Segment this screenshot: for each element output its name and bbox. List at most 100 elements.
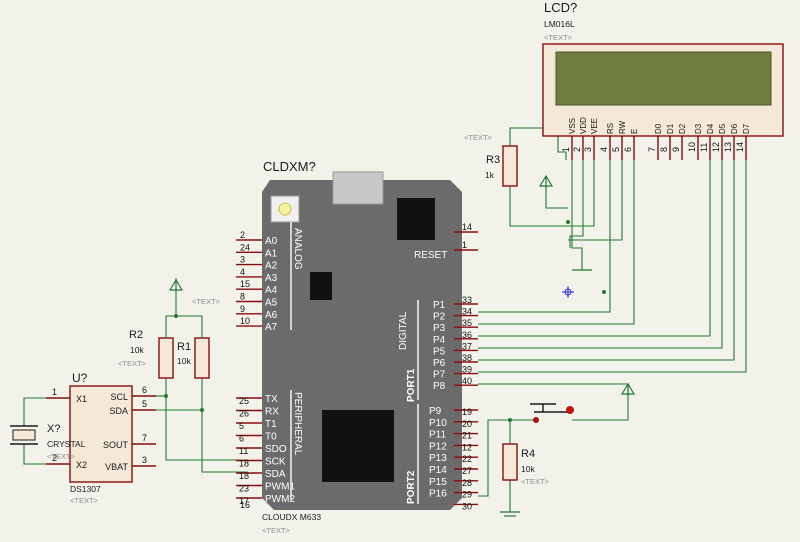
lcd-pin-label: D5 [718, 123, 727, 134]
mcu-analog-pin-number: 4 [240, 267, 245, 277]
lcd-pin-number: 1 [561, 147, 571, 152]
rtc-pin-number: 3 [142, 455, 147, 465]
power-arrow-switch [620, 382, 636, 396]
rtc-pin-label: SDA [109, 406, 128, 416]
mcu-port2-pin-number: 19 [462, 407, 472, 417]
mcu-port1-pin-number: 36 [462, 330, 472, 340]
r3-potentiometer[interactable]: <TEXT> R3 1k [464, 133, 518, 187]
mcu-reset-pin-number: 1 [462, 240, 467, 250]
pushbutton-switch[interactable] [530, 403, 574, 423]
lcd-pin-number: 14 [735, 142, 745, 152]
r1-value: 10k [177, 356, 191, 366]
mcu-periph-pin-number: 6 [239, 434, 244, 444]
lcd-pin-label: D6 [730, 123, 739, 134]
mcu-port1-pin-label: P1 [433, 300, 446, 311]
junction-dot [566, 220, 570, 224]
r1-resistor[interactable]: R1 10k [177, 316, 210, 379]
mcu-periph-pin-label: TX [265, 394, 278, 405]
mcu-port2-pin-number: 30 [462, 501, 472, 511]
mcu-periph-pin-label: SCK [265, 457, 286, 468]
lcd-pin-number: 9 [671, 147, 681, 152]
rtc-pin-label: X1 [76, 394, 87, 404]
wire-r3-bottom [509, 160, 595, 227]
lcd-pin-label: RW [618, 120, 627, 134]
r4-body [502, 443, 518, 481]
mcu-analog-pin-label: A0 [265, 236, 278, 247]
mcu-port1-pin-label: P4 [433, 335, 446, 346]
lcd-component[interactable]: LCD? LM016L <TEXT> 1VSS2VDD3VEE4RS5RW6E7… [542, 0, 784, 160]
mcu-component[interactable]: CLDXM? ANALOG DIGITAL PERIPHERAL PORT1 P… [236, 159, 478, 535]
ground-r4 [500, 511, 520, 517]
r4-ref: R4 [521, 448, 535, 460]
lcd-pin-label: D3 [694, 123, 703, 134]
lcd-pin-label: D4 [706, 123, 715, 134]
lcd-pin-label: D0 [654, 123, 663, 134]
mcu-port2-pin-label: P13 [429, 453, 447, 464]
mcu-port2-pin-label: P10 [429, 418, 447, 429]
mcu-analog-pin-number: 15 [240, 279, 250, 289]
crystal-component[interactable]: X? CRYSTAL <TEXT> [10, 423, 86, 461]
lcd-pin-number: 11 [699, 143, 709, 152]
wire-rw-ground [568, 160, 623, 241]
mcu-analog-pin-label: A6 [265, 310, 278, 321]
switch-terminal [533, 417, 539, 423]
r2-ref: R2 [129, 329, 143, 341]
lcd-pin-group: 1VSS2VDD3VEE4RS5RW6E7D08D19D210D311D412D… [561, 117, 751, 160]
mcu-port1-pin-number: 35 [462, 318, 472, 328]
mcu-analog-pin-number: 9 [240, 304, 245, 314]
power-button-led [278, 202, 292, 216]
lcd-pin-label: D1 [666, 123, 675, 134]
rtc-text-placeholder: <TEXT> [70, 496, 99, 505]
mcu-port2-pin-label: P14 [429, 465, 447, 476]
junction-dot [602, 290, 606, 294]
mcu-port1-pin-number: 34 [462, 307, 472, 317]
mcu-analog-pin-number: 24 [240, 242, 250, 252]
mcu-port2-pin-number: 21 [462, 431, 472, 441]
mcu-periph-pin-label: PWM2 [265, 494, 295, 505]
usb-connector [332, 171, 384, 205]
r4-value: 10k [521, 464, 535, 474]
r1-body [194, 337, 210, 379]
junction-dot [508, 418, 512, 422]
lcd-pin-number: 7 [647, 147, 657, 152]
mcu-port2-pin-label: P11 [429, 430, 446, 441]
usb-chip [397, 198, 435, 240]
wire-x1 [23, 397, 58, 426]
rtc-pin-number: 1 [52, 387, 57, 397]
section-port1: PORT1 [406, 368, 417, 402]
mcu-port2-pin-number: 27 [462, 466, 472, 476]
r3-body [502, 145, 518, 187]
lcd-pin-number: 13 [723, 142, 733, 152]
mcu-port1-pin-number: 37 [462, 341, 472, 351]
lcd-ref: LCD? [544, 0, 577, 15]
mcu-board [262, 180, 462, 510]
mcu-extra-pin-number: 16 [240, 500, 250, 510]
wire-d6-p5 [478, 160, 735, 361]
wire-e-p2 [478, 160, 635, 325]
mcu-port2-pin-label: P9 [429, 406, 442, 417]
mcu-port1-pin-number: 38 [462, 353, 472, 363]
mcu-periph-pin-number: 18 [239, 459, 249, 469]
mcu-port1-pin-number: 33 [462, 295, 472, 305]
section-analog: ANALOG [292, 228, 303, 270]
r4-text-placeholder: <TEXT> [521, 477, 550, 486]
r2-resistor[interactable]: R2 10k <TEXT> [118, 316, 174, 379]
mcu-port2-pin-label: P12 [429, 441, 447, 452]
rtc-body [69, 385, 133, 483]
r3-ref: R3 [486, 154, 500, 166]
mcu-analog-pin-number: 3 [240, 255, 245, 265]
lcd-pin-label: D7 [742, 123, 751, 134]
lcd-pin-number: 12 [711, 142, 721, 152]
rtc-pin-number: 6 [142, 385, 147, 395]
lcd-pin-number: 5 [611, 147, 621, 152]
r4-resistor[interactable]: R4 10k <TEXT> [502, 443, 550, 486]
mcu-port1-pin-label: P7 [433, 370, 446, 381]
mcu-periph-pin-label: T1 [265, 419, 277, 430]
switch-terminal [566, 406, 574, 414]
mcu-port2-pin-number: 29 [462, 490, 472, 500]
junction-dot [164, 394, 168, 398]
rtc-pin-label: SOUT [103, 440, 129, 450]
r2-value: 10k [130, 345, 144, 355]
mcu-analog-pin-label: A5 [265, 298, 278, 309]
